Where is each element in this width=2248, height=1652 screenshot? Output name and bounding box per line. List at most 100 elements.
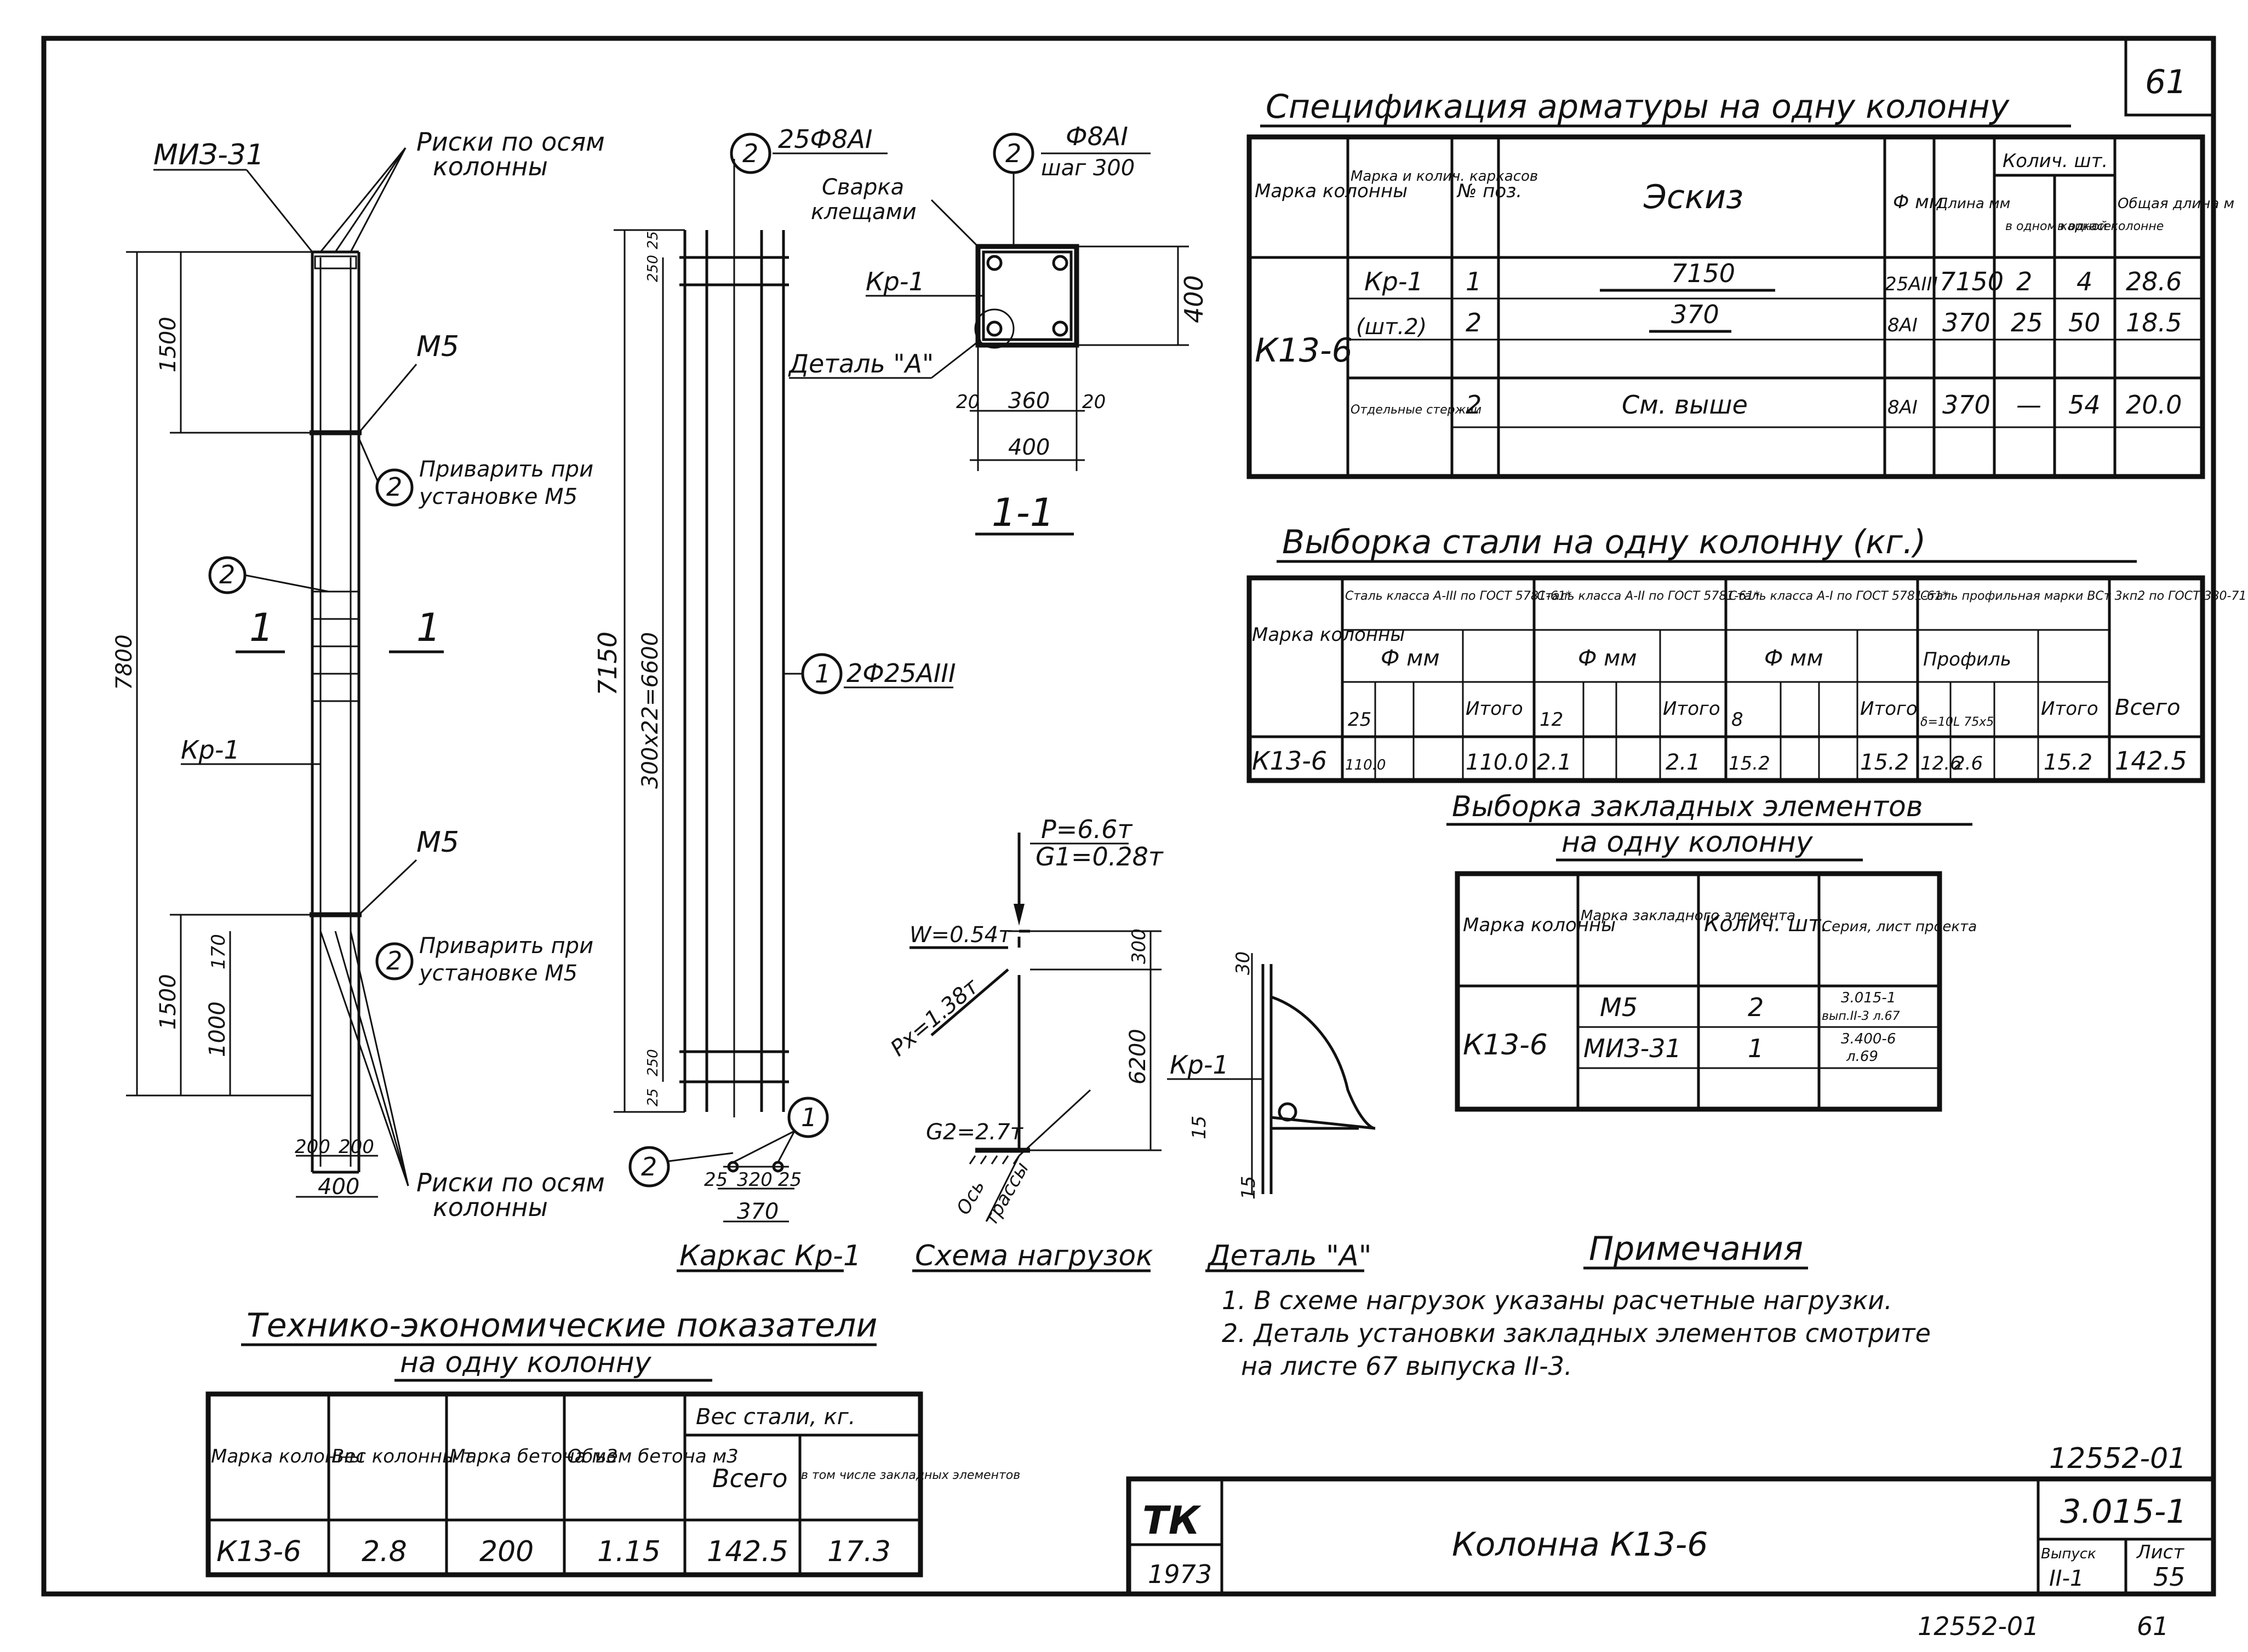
- frame-label-mid: 2Ф25АIII: [846, 658, 956, 688]
- steel-vp2: 2.6: [1953, 753, 1983, 775]
- detail-kr1-label: Кр-1: [1170, 1050, 1229, 1080]
- dim-25-bottom: 25: [645, 1088, 661, 1106]
- embedded-r2-series-2: л.69: [1846, 1048, 1878, 1065]
- detail-dim-15-bottom: 15: [1238, 1176, 1260, 1200]
- frame-bubble-bottom-right: 1: [801, 1103, 817, 1132]
- note-3: на листе 67 выпуска II-3.: [1241, 1351, 1572, 1381]
- section-mark-right: 1: [416, 605, 441, 650]
- section-dim-360: 360: [1008, 388, 1050, 414]
- spec-r2-pos: 2: [1466, 308, 1481, 337]
- section-1-1: 2 Ф8АI шаг 300 Сварка клещами Кр-1 Детал…: [788, 122, 1209, 536]
- sheet-code-bottom: 12552-01: [1918, 1611, 2039, 1641]
- steel-h-dia-1: Ф мм: [1381, 646, 1440, 671]
- spec-r3-sketch: См. выше: [1622, 390, 1748, 420]
- spec-r3-dia: 8AI: [1887, 397, 1918, 418]
- steel-p1: δ=10: [1920, 715, 1953, 729]
- load-scheme: P=6.6т G1=0.28т W=0.54т Px=1.38т G2=2.7т…: [886, 814, 1164, 1272]
- steel-h-itogo-4: Итого: [2041, 698, 2098, 720]
- spec-r3-qframe: —: [2016, 390, 2041, 420]
- tech-mark: К13-6: [216, 1535, 301, 1568]
- year: 1973: [1148, 1559, 1212, 1589]
- embedded-r1-qty: 2: [1748, 993, 1764, 1022]
- dim-200-right: 200: [339, 1136, 374, 1158]
- page-number: 61: [2145, 63, 2187, 101]
- spec-r1-len: 7150: [1940, 267, 2004, 296]
- section-label-2: шаг 300: [1041, 156, 1135, 181]
- spec-r1-pos: 1: [1466, 267, 1481, 296]
- weld-label-2: клещами: [811, 199, 917, 225]
- steel-h-dia-3: Ф мм: [1764, 646, 1823, 671]
- notes-title: Примечания: [1589, 1230, 1803, 1268]
- tech-h-concrete: Марка бетона м3: [449, 1446, 618, 1467]
- dim-7150: 7150: [593, 632, 622, 696]
- spec-title: Спецификация арматуры на одну колонну: [1266, 88, 2010, 126]
- note-1: 1. В схеме нагрузок указаны расчетные на…: [1222, 1286, 1892, 1315]
- steel-vit3: 15.2: [1860, 750, 1909, 775]
- issue-value: II-1: [2049, 1566, 2084, 1591]
- frame-dim-25-right: 25: [778, 1169, 802, 1191]
- spec-r2-dia: 8AI: [1887, 314, 1918, 336]
- spec-r1-frame: Кр-1: [1364, 267, 1423, 296]
- section-kr1-label: Кр-1: [866, 267, 925, 296]
- detail-dim-30: 30: [1232, 951, 1254, 975]
- steel-vtotal: 142.5: [2115, 746, 2187, 776]
- spec-r3-len: 370: [1942, 390, 1990, 420]
- issue-label: Выпуск: [2041, 1546, 2096, 1562]
- spec-r2-qcol: 50: [2068, 308, 2101, 337]
- section-dim-400-right: 400: [1179, 275, 1209, 323]
- spec-r3-frame: Отдельные стержни: [1351, 403, 1481, 417]
- tech-title-1: Технико-экономические показатели: [247, 1306, 877, 1345]
- tech-h-incl: в том числе закладных элементов: [801, 1469, 1020, 1482]
- spec-h-sketch: Эскиз: [1643, 178, 1743, 216]
- embedded-r2-series-1: 3.400-6: [1841, 1031, 1896, 1047]
- tech-h-weight: Вес колонны т: [331, 1446, 474, 1467]
- weld-bottom-1: Приварить при: [419, 933, 593, 959]
- embedded-h-mark: Марка колонны: [1463, 914, 1616, 936]
- spec-r2-qframe: 25: [2011, 308, 2043, 337]
- frame-kr1-view: 2 25Ф8АI 1 2Ф25АIII 7150 300x22=6600 25 …: [593, 124, 956, 1272]
- dim-170: 170: [208, 934, 230, 970]
- frame-bubble-mid: 1: [815, 659, 831, 689]
- steel-mark: К13-6: [1252, 746, 1327, 776]
- frame-dim-320: 320: [737, 1169, 773, 1191]
- spec-r1-dia: 25AIII: [1885, 273, 1938, 295]
- weld-label-1: Сварка: [822, 175, 904, 200]
- steel-h-itogo-3: Итого: [1860, 698, 1918, 720]
- notes: Примечания 1. В схеме нагрузок указаны р…: [1222, 1230, 1931, 1381]
- column-elevation: 1 1 МИЗ-31 Риски по осям колонны М5 2 Пр…: [112, 127, 605, 1222]
- dim-200-left: 200: [295, 1136, 330, 1158]
- load-dim-300: 300: [1128, 928, 1150, 964]
- frame-bubble-top: 2: [742, 139, 758, 168]
- steel-h-vsego: Всего: [2115, 695, 2181, 720]
- load-g2: G2=2.7т: [926, 1120, 1024, 1145]
- steel-title: Выборка стали на одну колонну (кг.): [1282, 523, 1926, 561]
- steel-d2: 12: [1540, 709, 1563, 731]
- spec-r2-total: 18.5: [2126, 308, 2182, 337]
- sheet-value: 55: [2153, 1562, 2186, 1592]
- section-mark-left: 1: [249, 605, 274, 650]
- bubble-2-bottom: 2: [386, 946, 402, 976]
- spec-h-qty-col: в одной колонне: [2057, 220, 2164, 233]
- load-dim-6200: 6200: [1125, 1029, 1151, 1085]
- risks-bottom-label-1: Риски по осям: [416, 1168, 605, 1197]
- embedded-h-series: Серия, лист проекта: [1822, 919, 1977, 935]
- dim-300x22: 300x22=6600: [638, 632, 663, 789]
- tech-steel-incl: 17.3: [827, 1535, 891, 1568]
- load-p: P=6.6т: [1041, 814, 1132, 844]
- spec-h-qty: Колич. шт.: [2003, 150, 2108, 172]
- embedded-h-elem: Марка закладного элемента: [1581, 908, 1795, 924]
- weld-top-1: Приварить при: [419, 457, 593, 482]
- embedded-h-qty: Колич. шт.: [1704, 911, 1828, 937]
- dim-1500-bottom: 1500: [156, 974, 181, 1030]
- spec-r2-len: 370: [1942, 308, 1990, 337]
- embedded-r1-series-2: вып.II-3 л.67: [1822, 1009, 1900, 1023]
- tk-logo: ТК: [1142, 1498, 1202, 1543]
- tech-steel-all: 142.5: [707, 1535, 788, 1568]
- risks-top-label-1: Риски по осям: [416, 127, 605, 157]
- dim-7800: 7800: [112, 634, 137, 690]
- load-w: W=0.54т: [910, 922, 1012, 948]
- dim-25-top: 25: [645, 231, 661, 249]
- frame-caption: Каркас Кр-1: [679, 1240, 861, 1272]
- tech-title-2: на одну колонну: [400, 1346, 652, 1379]
- spec-r3-total: 20.0: [2126, 390, 2182, 420]
